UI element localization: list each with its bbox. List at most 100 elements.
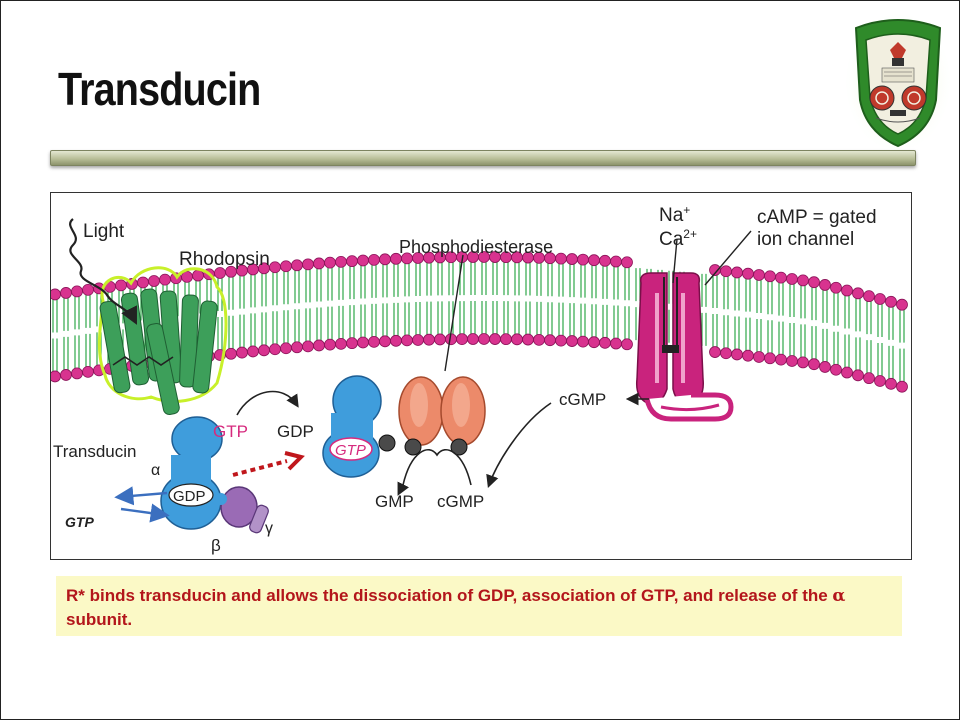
lipid-head-bottom [82,365,94,378]
gdp-gtp-exchange-arrows [114,486,170,523]
lipid-head-bottom [51,370,61,383]
lipid-head-bottom [423,333,435,346]
caption-text-end: subunit. [66,610,133,629]
lipid-head-bottom [313,339,325,352]
alpha-release-arrow [232,451,305,477]
cgmp-channel-label: cGMP [559,390,606,409]
gtp-bound-label: GTP [335,442,366,459]
lipid-head-bottom [555,334,567,347]
lipid-head-top [896,298,908,311]
lipid-head-top [720,265,732,278]
lipid-head-top [764,270,776,283]
lipid-head-top [621,256,633,269]
lipid-head-bottom [434,333,446,346]
lipid-head-top [753,269,765,281]
beta-subunit-label: β [211,536,221,555]
calcium-label: Ca2+ [659,227,697,250]
rhodopsin-protein [97,266,228,416]
rhodopsin-helix [146,322,180,416]
lipid-head-top [346,255,358,268]
lipid-head-bottom [797,356,809,369]
lipid-head-bottom [885,377,897,390]
lipid-head-bottom [291,341,303,354]
lipid-head-bottom [379,335,391,348]
lipid-head-top [874,293,886,305]
lipid-head-bottom [742,349,754,362]
lipid-head-bottom [324,338,336,351]
transducin-diagram: Light Rhodopsin Phosphodiesterase Na+ Ca… [50,192,912,560]
gtp-exchange-label: GTP [65,514,94,530]
lipid-head-bottom [852,369,864,382]
light-label: Light [83,221,125,242]
lipid-head-bottom [346,337,358,350]
phosphodiesterase-label: Phosphodiesterase [399,237,553,257]
lipid-head-bottom [610,337,622,350]
slide-title: Transducin [58,63,261,115]
alpha-symbol: α [832,586,846,606]
lipid-head-bottom [302,340,314,353]
gdp-bound-label: GDP [173,488,206,505]
lipid-head-bottom [269,343,281,356]
lipid-head-bottom [588,336,600,349]
activated-alpha-subunit [322,375,396,478]
lipid-head-bottom [753,351,765,363]
lipid-head-bottom [489,333,501,345]
lipid-head-top [291,259,303,272]
lipid-head-top [82,283,94,296]
lipid-head-top [863,290,875,303]
lipid-head-top [610,255,622,268]
retinal-chromophore [112,356,174,366]
light-arrow [69,218,137,325]
lipid-head-top [115,279,127,292]
rhodopsin-label: Rhodopsin [179,249,270,270]
lipid-head-bottom [819,361,831,373]
lipid-head-bottom [566,335,578,347]
gmp-label: GMP [375,492,414,511]
lipid-head-top [368,253,380,266]
university-seal-logo [846,14,950,150]
lipid-head-top [577,253,589,266]
lipid-head-bottom [544,334,556,347]
lipid-head-bottom [500,333,512,346]
lipid-head-bottom [335,337,347,350]
title-divider-bar [50,150,916,166]
lipid-head-top [797,274,809,287]
lipid-head-bottom [478,333,490,345]
lipid-head-top [742,267,754,280]
lipid-head-top [357,254,369,267]
gdp-released-label: GDP [277,422,314,441]
lipid-head-bottom [621,338,633,351]
lipid-head-top [60,287,72,299]
rhodopsin-helix [179,294,199,388]
lipid-head-top [148,275,160,287]
caption-text-start: R* binds transducin and allows the disso… [66,586,833,605]
lipid-head-bottom [533,333,545,346]
lipid-head-top [566,253,578,265]
lipid-head-bottom [764,352,776,365]
lipid-head-bottom [720,347,732,360]
lipid-head-top [302,258,314,271]
lipid-head-bottom [522,333,534,346]
lipid-head-bottom [412,334,424,346]
lipid-head-top [808,276,820,289]
camp-channel-label-line2: ion channel [757,229,854,250]
cgmp-product-label: cGMP [437,492,484,511]
lipid-head-bottom [247,345,259,358]
lipid-head-bottom [511,333,523,346]
lipid-head-top [819,279,831,291]
lipid-head-bottom [368,335,380,348]
transducin-label: Transducin [53,442,136,461]
transducin-complex [160,416,269,534]
lipid-head-bottom [456,333,468,345]
lipid-head-bottom [236,346,248,359]
lipid-head-bottom [731,348,743,361]
lipid-head-bottom [841,366,853,379]
lipid-head-top [731,266,743,279]
rhodopsin-outline [97,266,228,403]
lipid-head-top [588,254,600,267]
lipid-head-top [159,273,171,286]
lipid-head-bottom [830,363,842,376]
rhodopsin-helix [99,300,131,394]
lipid-head-bottom [60,369,72,381]
cgmp-gated-ion-channel [635,272,734,422]
